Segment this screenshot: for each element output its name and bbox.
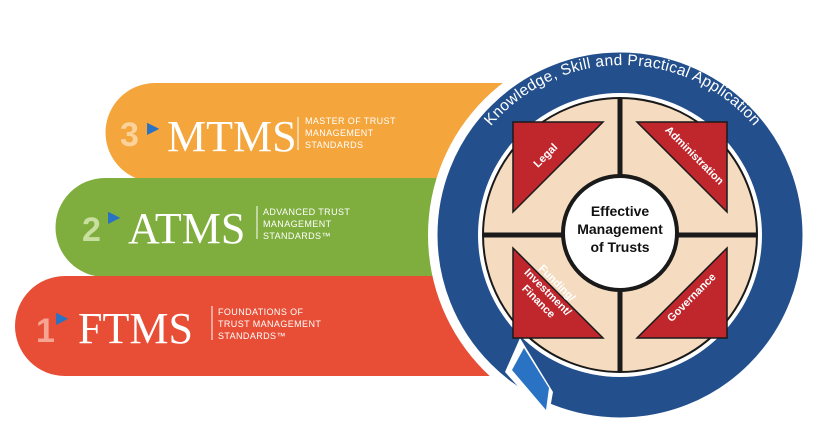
level-bar-ftms: 1 ▶ FTMS FOUNDATIONS OF TRUST MANAGEMENT…	[15, 276, 515, 376]
level-number: 2	[82, 211, 101, 249]
level-abbr: FTMS	[78, 304, 193, 353]
level-abbr: ATMS	[128, 204, 245, 253]
level-tagline-line: TRUST MANAGEMENT	[218, 319, 321, 329]
level-tagline-line: STANDARDS™	[218, 331, 286, 341]
level-number: 1	[36, 312, 55, 350]
level-tagline-line: MANAGEMENT	[263, 219, 332, 229]
level-tagline-line: MASTER OF TRUST	[305, 116, 396, 126]
arrow-icon: ▶	[56, 310, 69, 327]
center-text-line: Effective	[591, 203, 650, 219]
level-tagline-line: FOUNDATIONS OF	[218, 307, 304, 317]
center-text-line: Management	[577, 221, 663, 237]
arrow-icon: ▶	[147, 120, 160, 137]
quadrant-administration	[635, 121, 728, 214]
level-tagline-line: STANDARDS™	[263, 231, 331, 241]
level-tagline-line: MANAGEMENT	[305, 128, 374, 138]
quadrant-legal	[512, 121, 605, 214]
level-bar-mtms: 3 ▶ MTMS MASTER OF TRUST MANAGEMENT STAN…	[105, 83, 520, 182]
level-bar-atms: 2 ▶ ATMS ADVANCED TRUST MANAGEMENT STAND…	[55, 178, 500, 277]
level-number: 3	[120, 116, 139, 154]
level-tagline-line: STANDARDS	[305, 140, 363, 150]
quadrant-funding	[512, 246, 605, 339]
level-abbr: MTMS	[167, 112, 297, 161]
arrow-icon: ▶	[108, 209, 121, 226]
management-wheel: Knowledge, Skill and Practical Applicati…	[428, 43, 812, 427]
quadrant-governance	[635, 246, 728, 339]
center-text-line: of Trusts	[590, 239, 649, 255]
level-tagline-line: ADVANCED TRUST	[263, 207, 350, 217]
center-circle	[561, 174, 679, 292]
